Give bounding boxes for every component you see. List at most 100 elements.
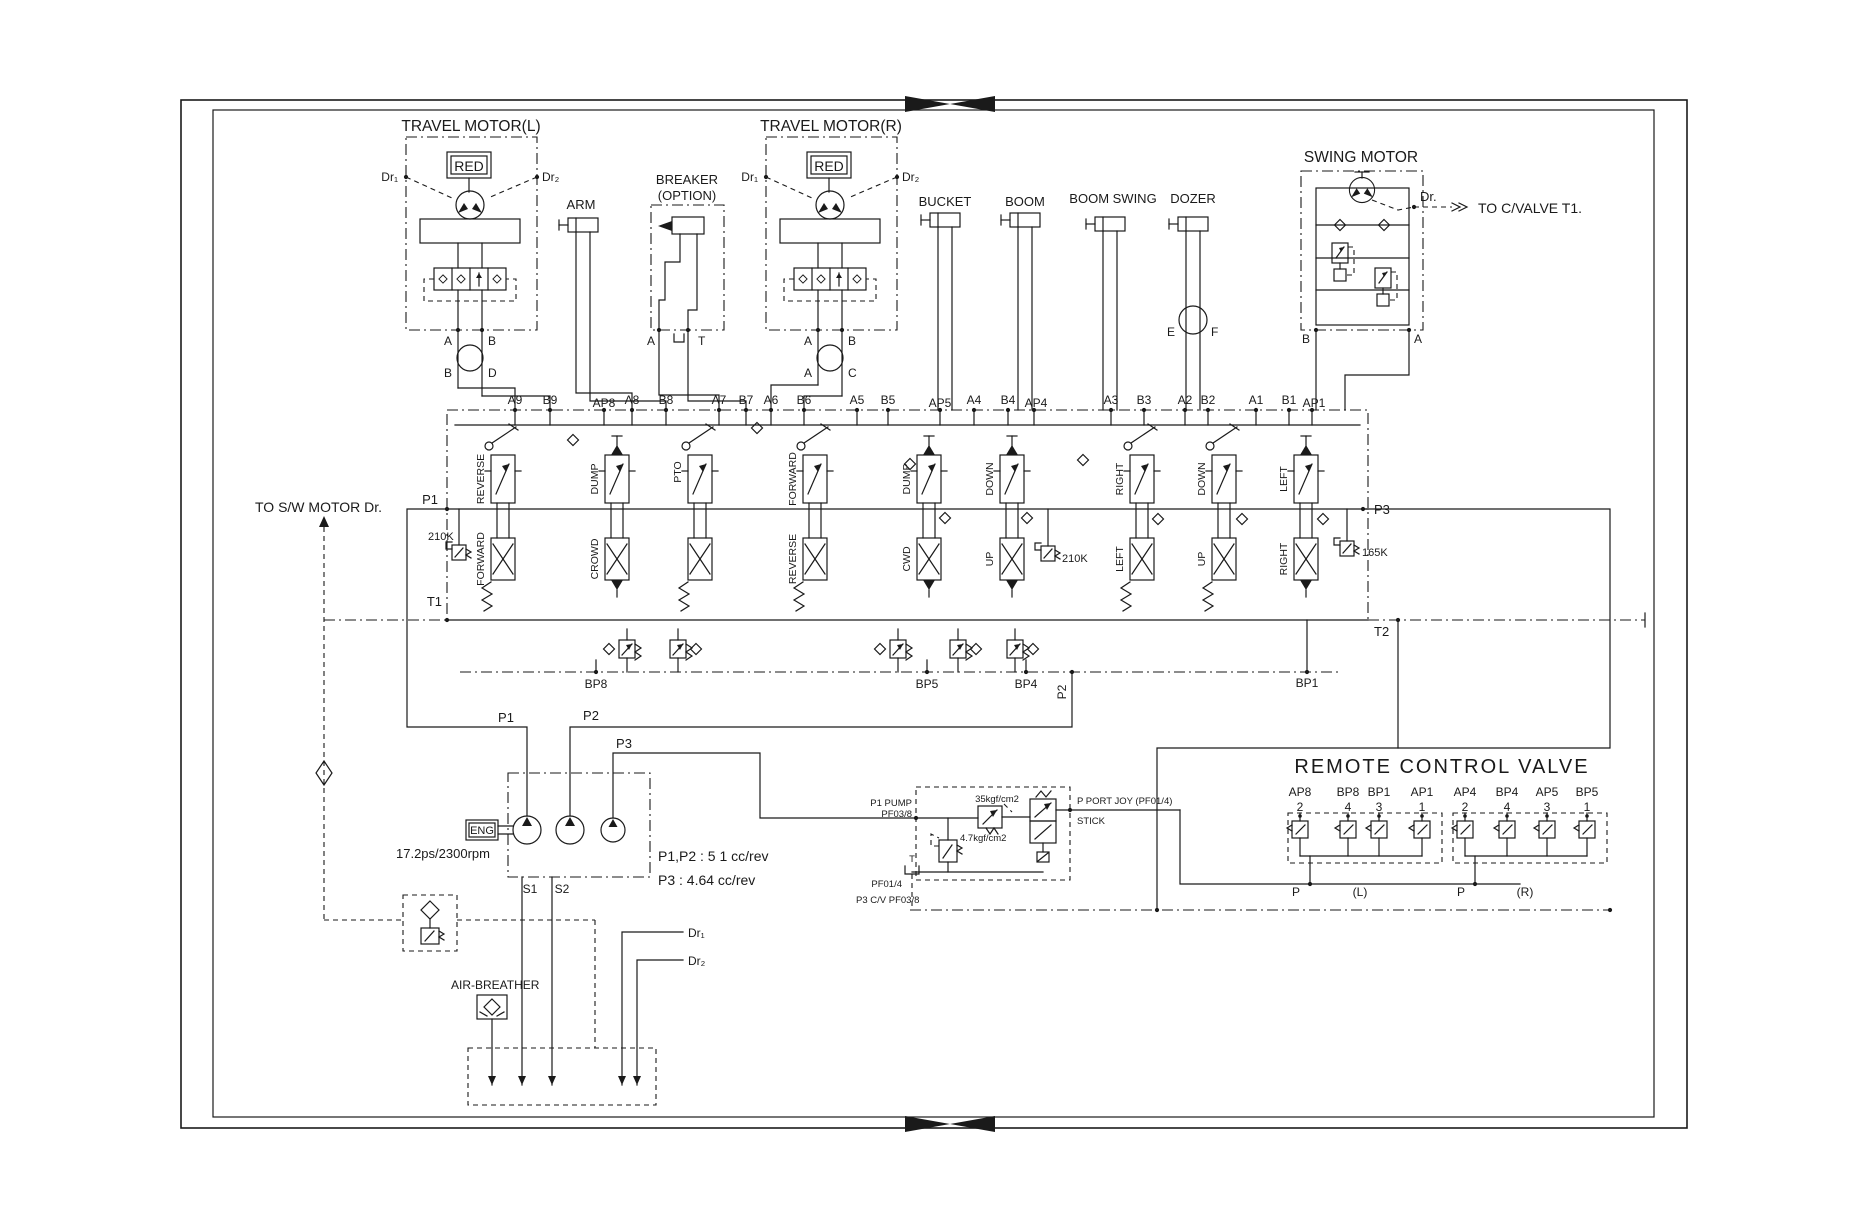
breaker-option: BREAKER (OPTION) A T (647, 172, 747, 411)
pilot-t-size: PF01/4 (871, 879, 902, 890)
bp-port-label: BP4 (1015, 677, 1038, 691)
rcv-port-number: 3 (1376, 800, 1383, 814)
oil-tank (467, 1047, 657, 1106)
registration-mark-icon (905, 96, 995, 112)
valve-top-port-labels: A9 B9 AP8 A8 B8 A7 B7 A6 B6 A5 B5 AP5 A4… (508, 393, 1326, 410)
rcv-port-number: 1 (1419, 800, 1426, 814)
air-breather-label: AIR-BREATHER (451, 978, 540, 992)
registration-mark-icon (905, 1116, 995, 1132)
spool-upper-label: RIGHT (1114, 462, 1126, 495)
drain-label: Dr₂ (542, 170, 560, 184)
travel-motor-right: TRAVEL MOTOR(R) RED Dr₁ Dr₂ A B A C (741, 118, 920, 411)
boom-label: BOOM (1005, 194, 1045, 209)
port-label: AP1 (1303, 396, 1326, 410)
port-label: A (444, 334, 452, 348)
rcv-port-label: AP1 (1411, 785, 1434, 799)
port-label: A6 (764, 393, 779, 407)
pilot-relief-setting: 4.7kgf/cm2 (960, 833, 1006, 844)
arm-label: ARM (567, 197, 596, 212)
drain-label: Dr₁ (688, 926, 705, 940)
port-label: B1 (1282, 393, 1297, 407)
port-label: B3 (1137, 393, 1152, 407)
port-label: A1 (1249, 393, 1264, 407)
pump-note: P3 : 4.64 cc/rev (658, 872, 755, 888)
port-label: B7 (739, 393, 754, 407)
t2-port-label: T2 (1374, 624, 1389, 639)
travel-motor-left: TRAVEL MOTOR(L) RED Dr₁ Dr₂ A B B D (381, 118, 560, 411)
rcv-port-label: BP1 (1368, 785, 1391, 799)
spool-upper-label: DUMP (901, 464, 913, 495)
travel-motor-left-title: TRAVEL MOTOR(L) (401, 118, 540, 135)
spool-upper-label: FORWARD (787, 452, 799, 506)
boom-swing-cylinder: BOOM SWING (1069, 191, 1157, 411)
bp-port-label: BP5 (916, 677, 939, 691)
port-label: A7 (712, 393, 727, 407)
pilot-relief-setting: 35kgf/cm2 (975, 794, 1019, 805)
remote-control-valve: REMOTE CONTROL VALVE AP8 BP8 BP1 AP1 2 4… (1286, 756, 1608, 899)
rcv-port-number: 2 (1297, 800, 1304, 814)
rcv-right-group: AP4 BP4 AP5 BP5 2 4 3 1 P (R) (1451, 785, 1608, 899)
pilot-cv-line-label: P3 C/V PF03/8 (856, 895, 919, 906)
pump-note: P1,P2 : 5 1 cc/rev (658, 848, 769, 864)
port-label: AP8 (593, 396, 616, 410)
spool-upper-label: DOWN (984, 462, 996, 495)
port-label: B (848, 334, 856, 348)
pilot-t-label: T (909, 854, 915, 865)
port-label: B9 (543, 393, 558, 407)
coupler-label: B (444, 366, 452, 380)
line-label-p1: P1 (498, 710, 514, 725)
relief-setting-label: 210K (1062, 553, 1088, 565)
breaker-title: (OPTION) (658, 188, 717, 203)
to-cvalve-note: TO C/VALVE T1. (1478, 200, 1582, 216)
port-label: B (488, 334, 496, 348)
breaker-title: BREAKER (656, 172, 718, 187)
p1-port-label: P1 (422, 492, 438, 507)
boom-cylinder: BOOM (1000, 194, 1045, 411)
dozer-label: DOZER (1170, 191, 1216, 206)
port-label: B (1302, 332, 1310, 346)
port-label: B5 (881, 393, 896, 407)
bp-port-label: BP1 (1296, 676, 1319, 690)
suction-port-label: S2 (555, 882, 570, 896)
relief-setting-label: 210K (428, 531, 454, 543)
coupler-label: D (488, 366, 497, 380)
t1-port-label: T1 (427, 594, 442, 609)
port-label: A2 (1178, 393, 1193, 407)
port-label: A9 (508, 393, 523, 407)
main-control-valve: A9 B9 AP8 A8 B8 A7 B7 A6 B6 A5 B5 AP5 A4… (324, 393, 1646, 699)
pilot-circuit: P1 PUMP PF03/8 35kgf/cm2 4.7kgf/cm2 T PF… (856, 786, 1521, 910)
drawing-border (180, 96, 1688, 1132)
port-label: B8 (659, 393, 674, 407)
air-breather: AIR-BREATHER (451, 978, 540, 1049)
spool-upper-label: PTO (672, 461, 684, 482)
rcv-port-label: BP4 (1496, 785, 1519, 799)
hydraulic-pump-unit: ENG 17.2ps/2300rpm S1 S2 P1,P2 : 5 1 cc/… (396, 508, 1073, 1086)
sw-motor-drain-line: TO S/W MOTOR Dr. (255, 499, 596, 1048)
rcv-p-label: P (1292, 885, 1300, 899)
bp-port-label: BP8 (585, 677, 608, 691)
port-label: B2 (1201, 393, 1216, 407)
port-label: AP4 (1025, 396, 1048, 410)
line-label-p3: P3 (616, 736, 632, 751)
coupler-label: C (848, 366, 857, 380)
rcv-port-label: AP4 (1454, 785, 1477, 799)
swing-motor-title: SWING MOTOR (1304, 149, 1418, 166)
port-label: B6 (797, 393, 812, 407)
rcv-port-label: AP5 (1536, 785, 1559, 799)
drain-label: Dr₂ (902, 170, 920, 184)
bucket-label: BUCKET (919, 194, 972, 209)
spool-lower-label: REVERSE (787, 534, 799, 584)
spool-upper-label: DUMP (589, 464, 601, 495)
rcv-port-label: BP8 (1337, 785, 1360, 799)
red-tag: RED (814, 158, 844, 174)
drain-label: Dr₁ (381, 170, 398, 184)
rcv-p-label: P (1457, 885, 1465, 899)
spool-lower-label: LEFT (1114, 546, 1126, 572)
port-label: A (1414, 332, 1422, 346)
rcv-port-label: AP8 (1289, 785, 1312, 799)
rcv-title: REMOTE CONTROL VALVE (1294, 756, 1589, 778)
rcv-port-number: 4 (1504, 800, 1511, 814)
port-label: A3 (1104, 393, 1119, 407)
coupler-label: E (1167, 325, 1175, 339)
